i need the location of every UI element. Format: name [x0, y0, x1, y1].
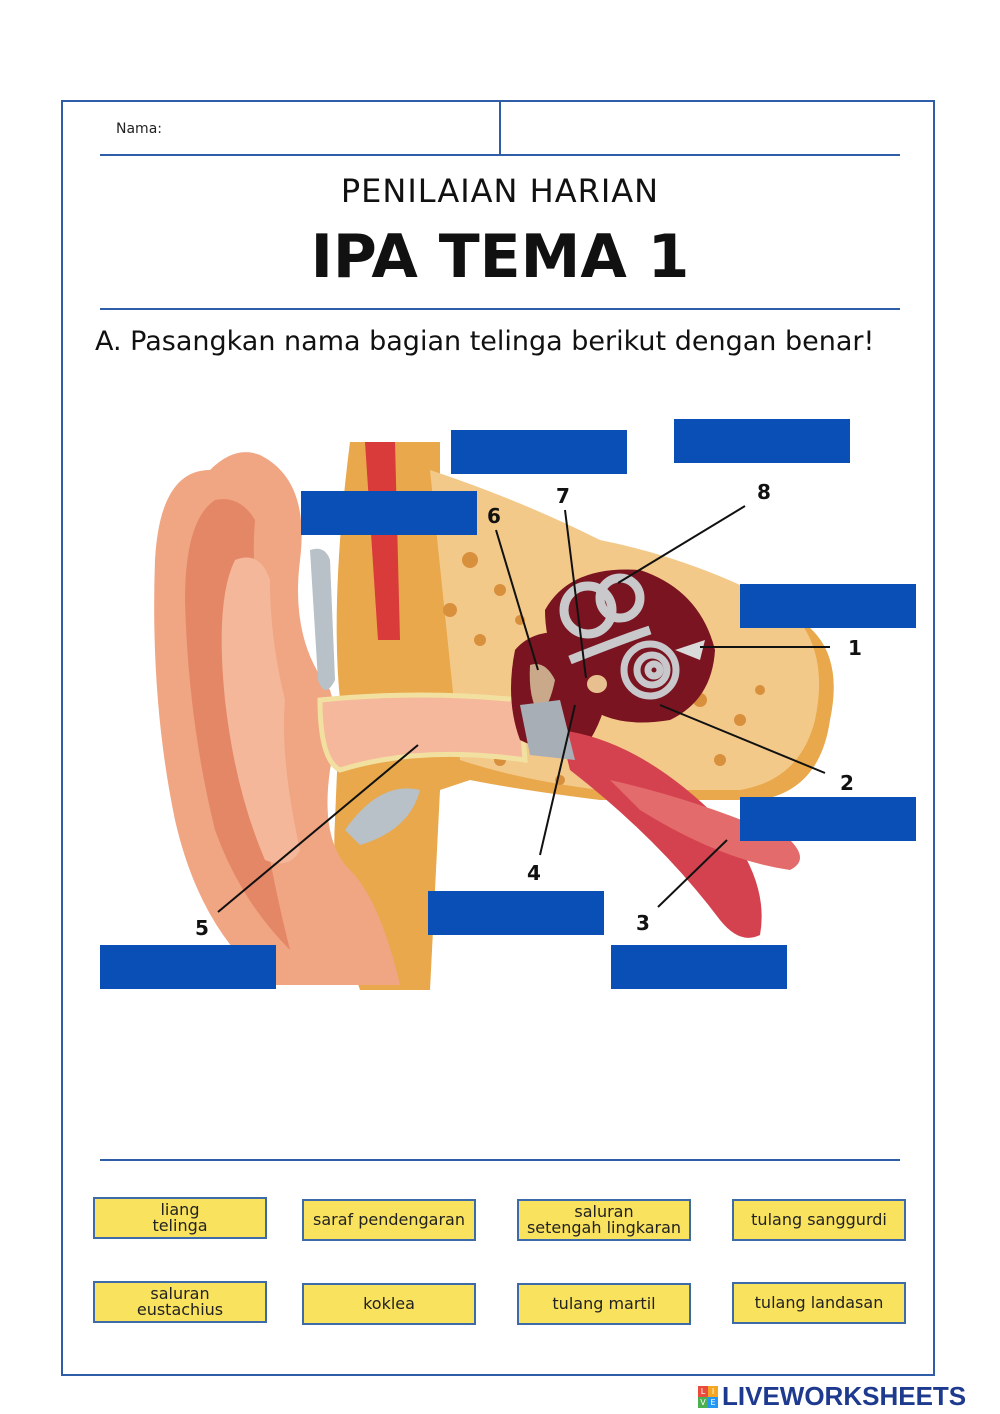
- logo-icon: L I V E: [698, 1385, 718, 1408]
- ear-diagram: 1 2 3 4 5 6 7 8: [154, 442, 862, 990]
- name-label: Nama:: [116, 121, 162, 137]
- label-number-4: 4: [527, 861, 541, 885]
- dropzone-8[interactable]: [611, 945, 787, 989]
- answer-card-tulang-sanggurdi[interactable]: tulang sanggurdi: [732, 1199, 906, 1241]
- dropzone-4[interactable]: [740, 584, 916, 628]
- worksheet-frame: [61, 100, 935, 1376]
- dropzone-3[interactable]: [301, 491, 477, 535]
- instruction-text: A. Pasangkan nama bagian telinga berikut…: [95, 326, 875, 357]
- header-divider: [499, 100, 501, 155]
- brand-text: LIVEWORKSHEETS: [722, 1381, 967, 1411]
- malleus: [529, 664, 555, 715]
- dropzone-5[interactable]: [740, 797, 916, 841]
- cards-divider: [100, 1159, 900, 1161]
- ear-canal: [317, 692, 528, 773]
- label-number-2: 2: [840, 771, 854, 795]
- liveworksheets-logo: L I V E LIVEWORKSHEETS: [698, 1381, 966, 1412]
- dropzone-7[interactable]: [100, 945, 276, 989]
- page-subtitle: PENILAIAN HARIAN: [340, 172, 660, 210]
- answer-card-saraf-pendengaran[interactable]: saraf pendengaran: [302, 1199, 476, 1241]
- dropzone-6[interactable]: [428, 891, 604, 935]
- label-number-7: 7: [556, 484, 570, 508]
- cartilage-upper: [310, 548, 335, 690]
- answer-card-saluran-setengah-lingkaran[interactable]: saluran setengah lingkaran: [517, 1199, 691, 1241]
- title-divider: [100, 308, 900, 310]
- answer-card-tulang-martil[interactable]: tulang martil: [517, 1283, 691, 1325]
- ear-ridge: [221, 557, 300, 864]
- semicircular-canals: [559, 573, 652, 665]
- label-number-5: 5: [195, 916, 209, 940]
- header-underline: [100, 154, 900, 156]
- cochlea-shape: [620, 640, 680, 700]
- eustachian-tube: [560, 730, 762, 938]
- auditory-nerve-shape: [675, 640, 705, 660]
- answer-card-saluran-eustachius[interactable]: saluran eustachius: [93, 1281, 267, 1323]
- cartilage-lower: [345, 788, 420, 845]
- label-number-3: 3: [636, 911, 650, 935]
- answer-card-liang-telinga[interactable]: liang telinga: [93, 1197, 267, 1239]
- dropzone-2[interactable]: [674, 419, 850, 463]
- pointer-lines: [217, 505, 830, 913]
- eardrum: [520, 700, 575, 760]
- dropzone-1[interactable]: [451, 430, 627, 474]
- tube-muscle: [610, 780, 800, 870]
- answer-card-koklea[interactable]: koklea: [302, 1283, 476, 1325]
- answer-card-tulang-landasan[interactable]: tulang landasan: [732, 1282, 906, 1324]
- label-number-8: 8: [757, 480, 771, 504]
- incus: [587, 675, 607, 693]
- page-title: IPA TEMA 1: [310, 222, 690, 292]
- label-number-6: 6: [487, 504, 501, 528]
- label-number-1: 1: [848, 636, 862, 660]
